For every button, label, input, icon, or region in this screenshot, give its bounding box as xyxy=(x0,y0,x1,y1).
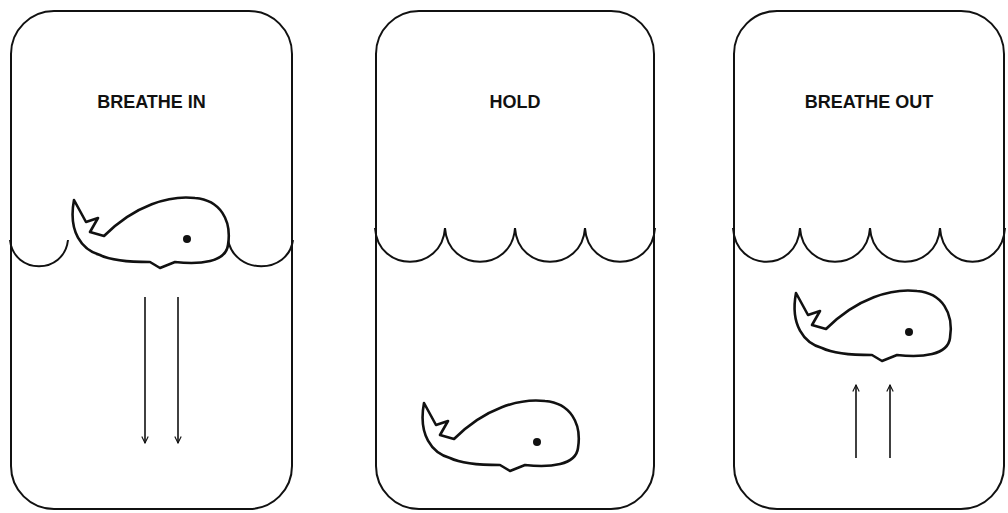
whale xyxy=(795,290,951,361)
whale xyxy=(73,197,229,268)
wave xyxy=(800,228,870,262)
step-panel: BREATHE IN xyxy=(10,10,293,510)
up-arrow xyxy=(889,385,891,458)
wave xyxy=(445,228,515,262)
water-surface xyxy=(10,240,293,266)
wave xyxy=(870,228,940,262)
down-arrow xyxy=(177,297,179,443)
wave xyxy=(585,228,655,262)
wave xyxy=(10,240,68,266)
down-arrow xyxy=(144,297,146,443)
wave xyxy=(940,228,1005,262)
whale xyxy=(423,400,579,471)
step-heading: HOLD xyxy=(377,92,653,113)
step-heading: BREATHE IN xyxy=(12,92,291,113)
water-surface xyxy=(733,228,1005,262)
wave xyxy=(515,228,585,262)
water-surface xyxy=(375,228,655,262)
step-panel: HOLD xyxy=(375,10,655,510)
wave xyxy=(733,228,800,262)
step-heading: BREATHE OUT xyxy=(735,92,1003,113)
up-arrow xyxy=(855,385,857,458)
wave xyxy=(375,228,445,262)
wave xyxy=(228,240,293,266)
step-panel: BREATHE OUT xyxy=(733,10,1005,510)
